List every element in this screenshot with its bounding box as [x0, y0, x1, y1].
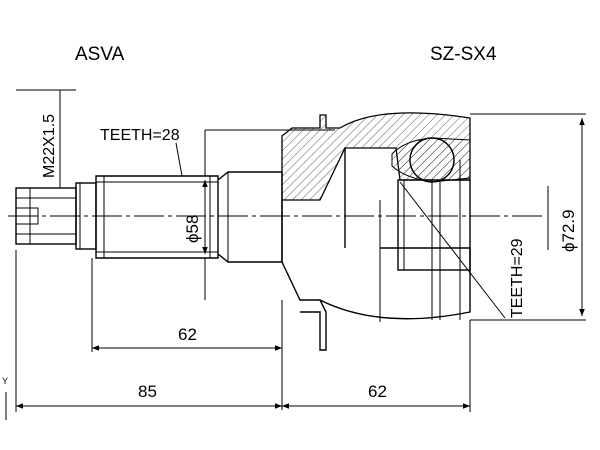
stub-length-dimension: 85	[15, 250, 282, 412]
inner-teeth-label: TEETH=29	[509, 238, 526, 318]
bell-housing	[281, 112, 471, 351]
inner-teeth-leader	[399, 181, 506, 319]
part-number-label: SZ-SX4	[430, 44, 497, 65]
housing-length-dimension: 62	[282, 320, 471, 412]
housing-length-label: 62	[368, 382, 387, 401]
outer-teeth-label: TEETH=28	[100, 127, 180, 144]
axis-marker-label: Y	[2, 376, 8, 386]
brand-label: ASVA	[75, 44, 125, 65]
shaft-length-dimension: 62	[91, 258, 283, 410]
housing-diameter-label: ϕ72.9	[559, 209, 578, 252]
axis-marker: Y	[2, 376, 8, 420]
thread-label: M22X1.5	[41, 114, 58, 178]
shaft-diameter-label: ϕ58	[183, 215, 202, 243]
shaft-length-label: 62	[178, 325, 197, 344]
stub-length-label: 85	[138, 382, 157, 401]
outer-teeth-leader	[175, 142, 183, 177]
shaft-diameter-dimension: ϕ58	[183, 180, 208, 254]
housing-diameter-dimension: ϕ72.9	[547, 118, 585, 316]
threaded-tip	[15, 182, 97, 250]
thread-dimension: M22X1.5	[16, 89, 76, 188]
splined-shaft	[95, 171, 283, 263]
